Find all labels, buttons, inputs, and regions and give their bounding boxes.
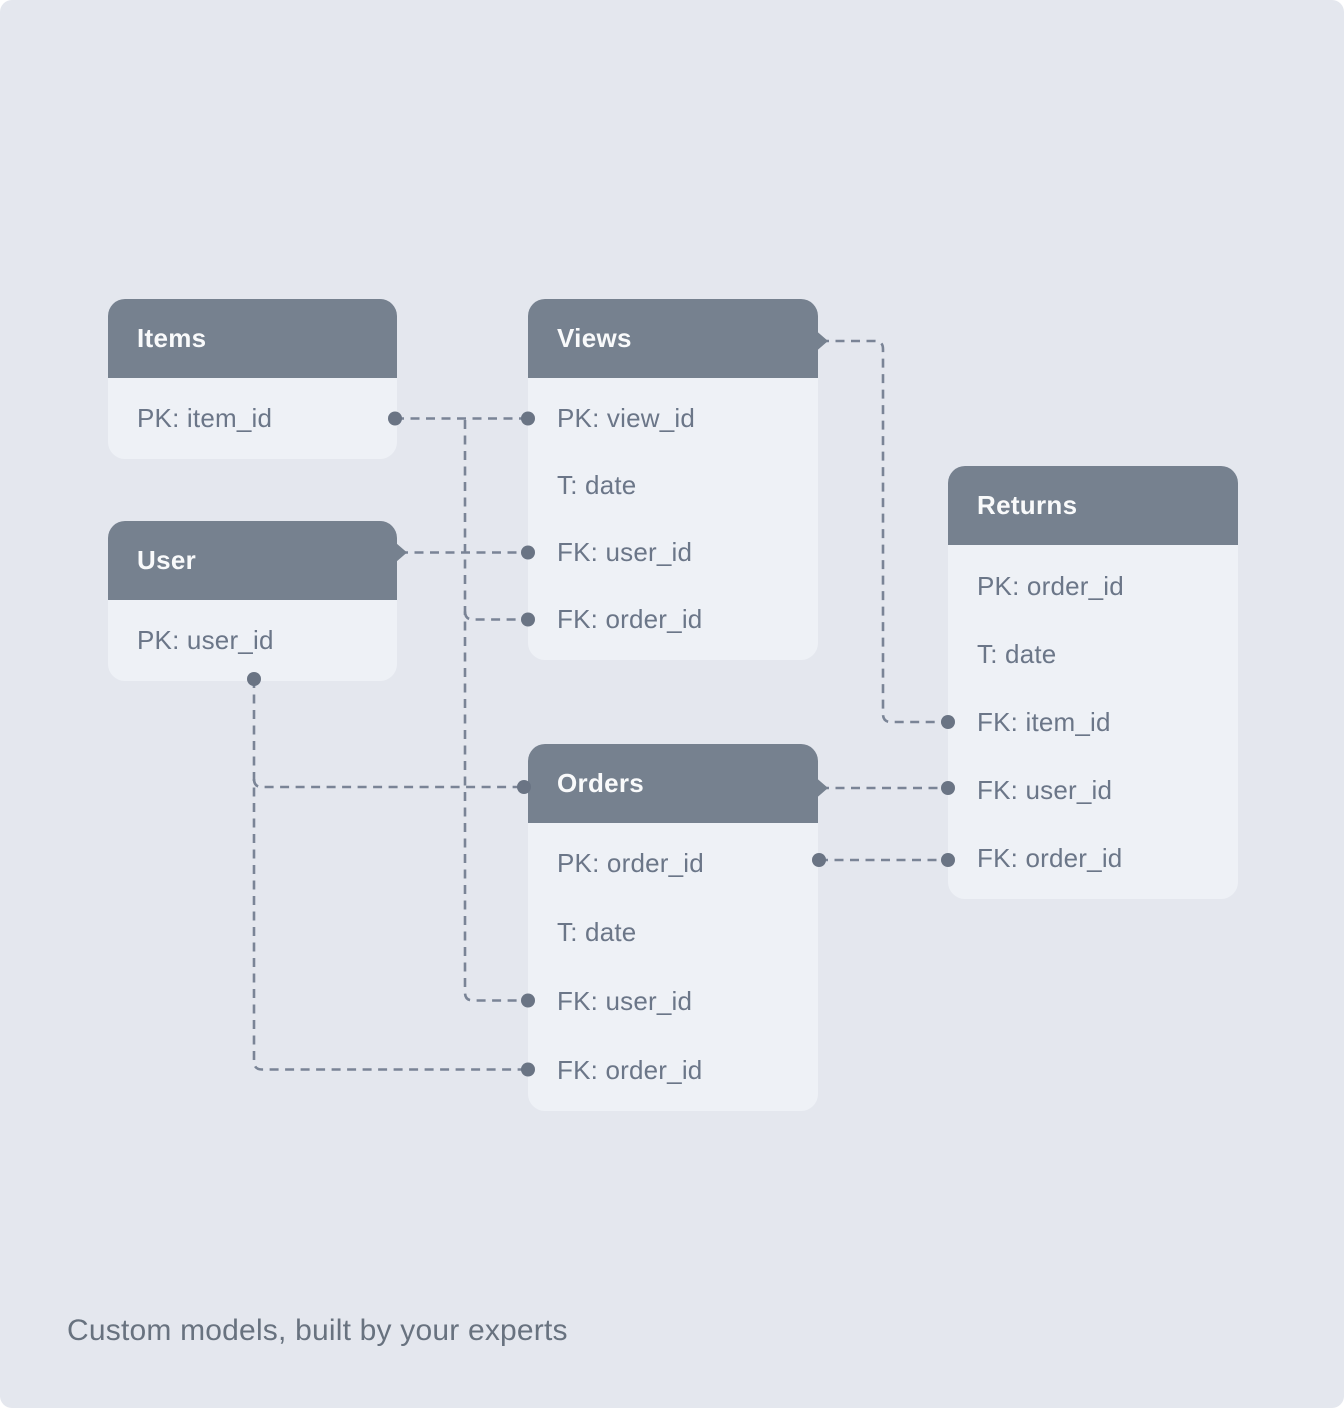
- table-field: FK: item_id: [977, 706, 1111, 737]
- connector-tab: [817, 778, 828, 798]
- edge-user-orders-header: [252, 778, 524, 789]
- table-views-body: PK: view_id T: date FK: user_id FK: orde…: [528, 378, 818, 660]
- table-field: PK: order_id: [977, 570, 1124, 601]
- edge-items-orders-user: [463, 420, 528, 1002]
- connector-tab: [396, 543, 407, 562]
- table-returns: Returns PK: order_id T: date FK: item_id…: [948, 466, 1238, 899]
- table-user-header: User: [108, 521, 397, 600]
- table-field: T: date: [977, 638, 1057, 669]
- table-field: FK: order_id: [557, 1055, 703, 1085]
- table-field: FK: user_id: [977, 774, 1113, 805]
- table-user: User PK: user_id: [108, 521, 397, 681]
- table-field: T: date: [557, 470, 637, 500]
- table-orders-body: PK: order_id T: date FK: user_id FK: ord…: [528, 823, 818, 1111]
- table-field: FK: user_id: [557, 537, 693, 567]
- table-orders-header: Orders: [528, 744, 818, 823]
- diagram-caption: Custom models, built by your experts: [67, 1314, 568, 1347]
- table-field: PK: view_id: [557, 403, 696, 433]
- table-field: FK: order_id: [557, 604, 703, 634]
- table-items: Items PK: item_id: [108, 299, 397, 459]
- table-returns-header: Returns: [948, 466, 1238, 545]
- table-views-header: Views: [528, 299, 818, 378]
- table-title: Orders: [557, 768, 645, 798]
- table-title: Returns: [977, 490, 1078, 520]
- table-title: Items: [137, 323, 207, 353]
- table-user-body: PK: user_id: [108, 600, 397, 681]
- table-items-body: PK: item_id: [108, 378, 397, 459]
- table-field: FK: user_id: [557, 986, 693, 1016]
- table-field: PK: user_id: [137, 625, 274, 655]
- edge-items-views-order: [463, 611, 528, 621]
- table-field: T: date: [557, 917, 637, 947]
- table-field: PK: order_id: [557, 848, 704, 878]
- edge-views-returns-item: [820, 339, 948, 724]
- table-orders: Orders PK: order_id T: date FK: user_id …: [528, 744, 818, 1111]
- edge-user-orders-order: [252, 679, 528, 1071]
- table-title: User: [137, 545, 197, 575]
- table-field: FK: order_id: [977, 842, 1123, 873]
- table-title: Views: [557, 323, 632, 353]
- table-views: Views PK: view_id T: date FK: user_id FK…: [528, 299, 818, 660]
- table-returns-body: PK: order_id T: date FK: item_id FK: use…: [948, 545, 1238, 899]
- table-items-header: Items: [108, 299, 397, 378]
- connector-tab: [817, 331, 828, 351]
- table-field: PK: item_id: [137, 403, 273, 433]
